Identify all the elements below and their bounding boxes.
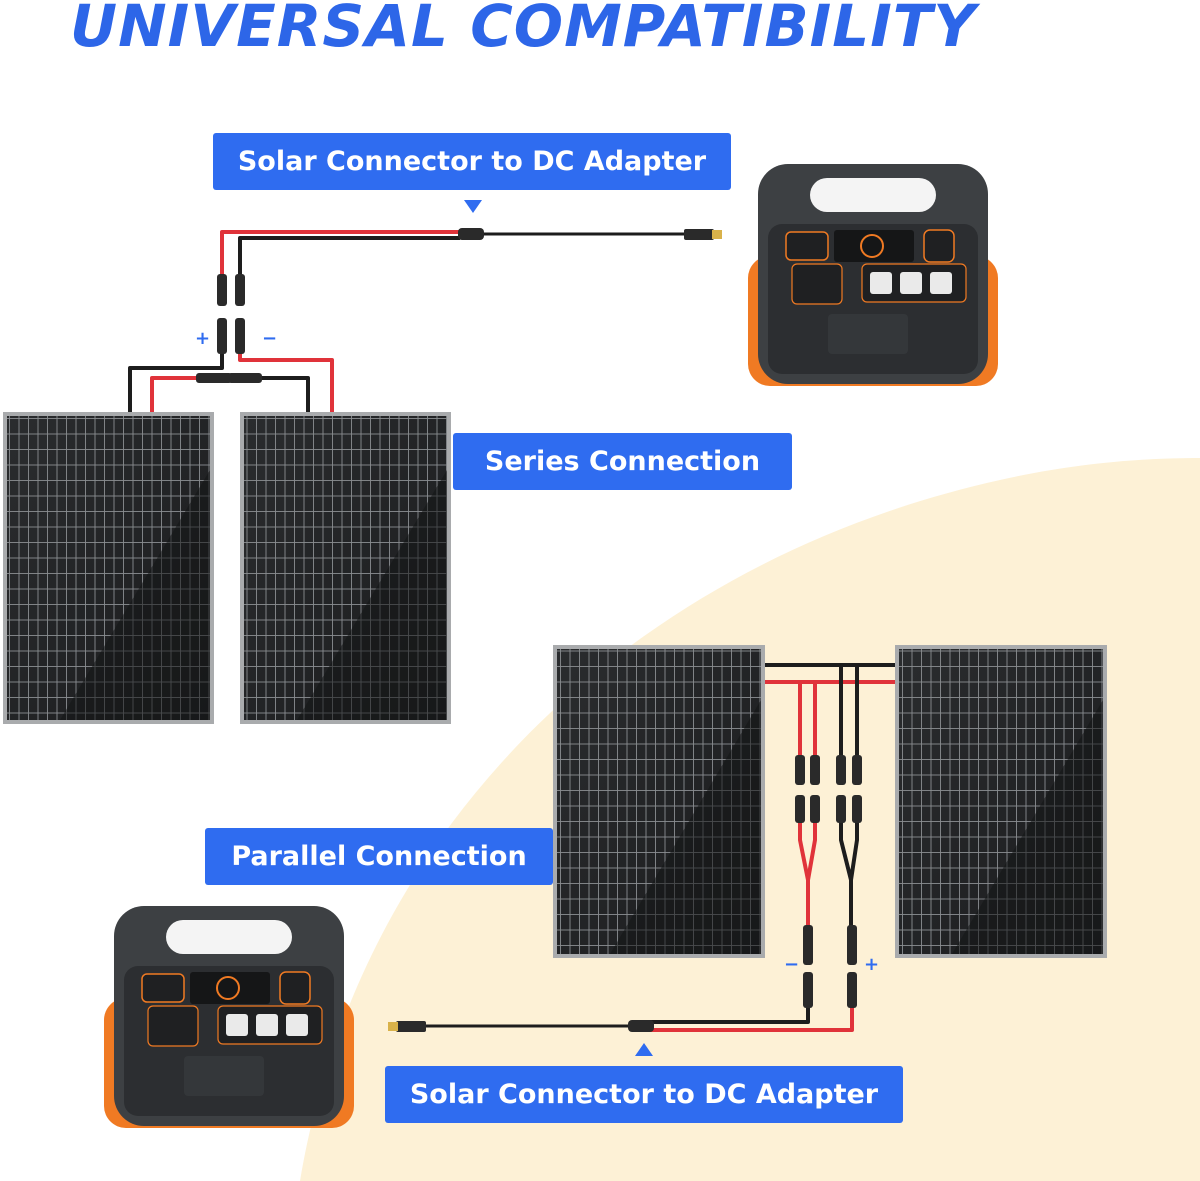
label-bottom-adapter: Solar Connector to DC Adapter: [385, 1066, 903, 1123]
parallel-minus-sign: −: [784, 954, 800, 975]
page-title: UNIVERSAL COMPATIBILITY: [70, 0, 977, 60]
label-parallel-connection: Parallel Connection: [205, 828, 553, 885]
label-series-connection: Series Connection: [453, 433, 792, 490]
label-top-adapter: Solar Connector to DC Adapter: [213, 133, 731, 190]
solar-panel-parallel-right-icon: [895, 645, 1107, 958]
solar-panel-series-left-icon: [3, 412, 214, 724]
dc-plug-icon: [388, 1021, 426, 1032]
arrow-up-icon: [635, 1043, 653, 1056]
mc4-connector-icon: [628, 755, 862, 1032]
power-station-bottom-icon: [104, 906, 354, 1128]
parallel-plus-sign: +: [864, 954, 880, 975]
mc4-connector-icon: [196, 228, 484, 383]
solar-panel-series-right-icon: [240, 412, 451, 724]
arrow-down-icon: [464, 200, 482, 213]
power-station-top-icon: [748, 164, 998, 386]
solar-panel-parallel-left-icon: [553, 645, 765, 958]
series-plus-sign: +: [195, 328, 211, 349]
series-wiring: [128, 230, 690, 412]
dc-plug-icon: [684, 229, 722, 240]
series-minus-sign: −: [262, 328, 278, 349]
